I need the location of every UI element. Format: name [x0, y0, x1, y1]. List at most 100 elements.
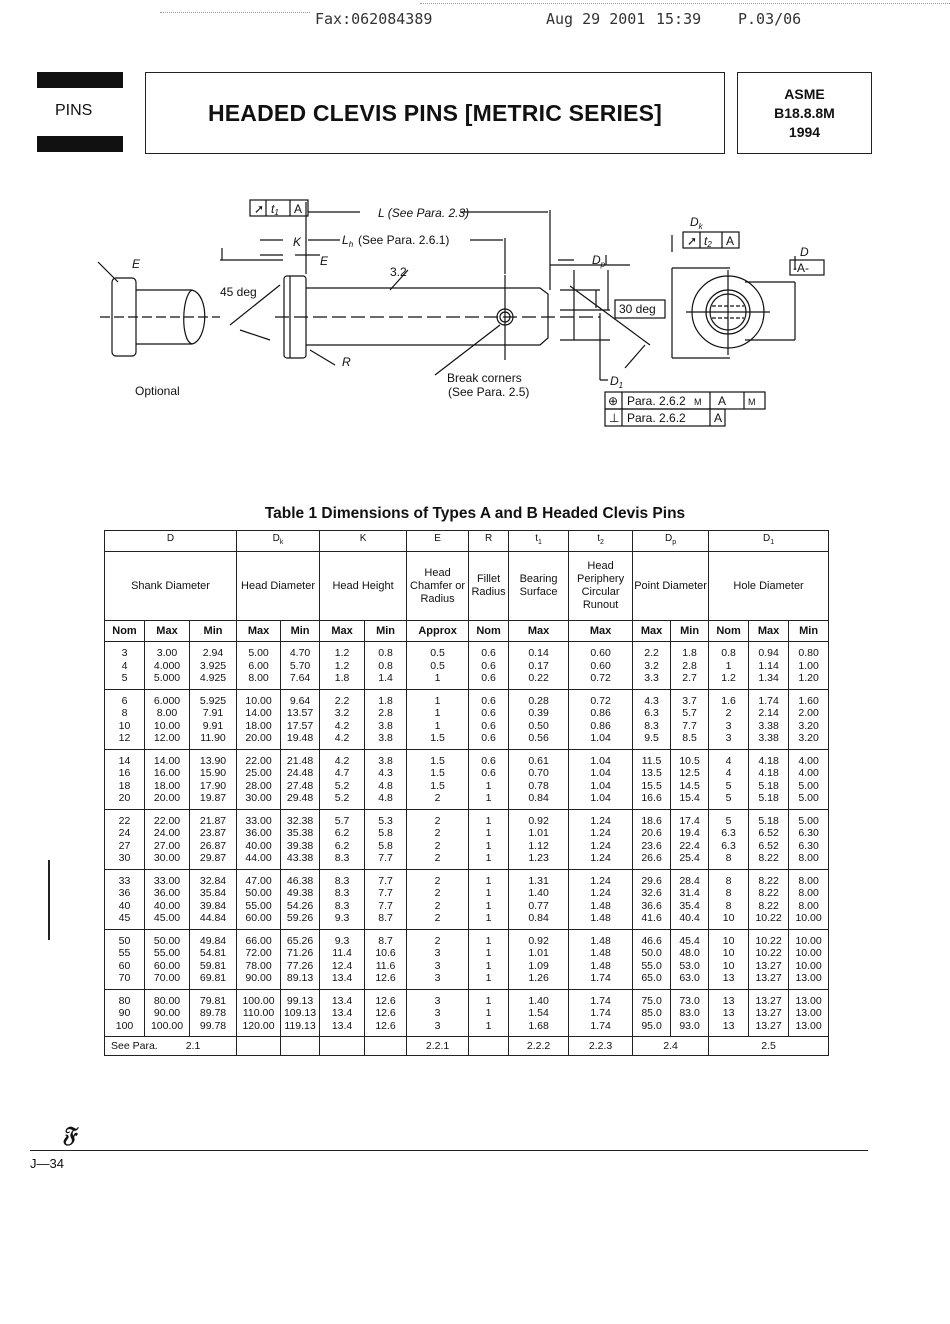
table-cell: 9.5 — [632, 732, 672, 749]
table-cell: 21.48 — [280, 748, 321, 767]
symbol-header: D — [103, 530, 238, 552]
table-cell: 45 — [104, 912, 145, 929]
symbol-header: D1 — [708, 530, 830, 552]
table-cell: 16.00 — [144, 767, 190, 780]
table-cell: 32.84 — [188, 868, 238, 887]
table-cell: 65.26 — [280, 928, 321, 947]
table-cell: 2.8 — [364, 707, 408, 720]
table-cell: 1.5 — [406, 732, 470, 749]
table-cell: 0.5 — [406, 659, 470, 672]
table-cell: 8 — [708, 852, 750, 869]
table-cell: 3.8 — [364, 748, 408, 767]
table-cell: 4.2 — [319, 732, 366, 749]
table-cell: 99.13 — [280, 988, 321, 1007]
section-bar-bottom — [37, 136, 123, 152]
table-cell: 36.00 — [236, 827, 282, 840]
table-cell: 13.27 — [748, 1019, 790, 1037]
table-cell: 1.01 — [508, 947, 570, 960]
table-cell: 4.000 — [144, 659, 190, 672]
table-cell: 60.00 — [236, 912, 282, 929]
table-cell: 13.4 — [319, 1007, 366, 1020]
description-header: Shank Diameter — [103, 551, 238, 621]
subheader-cell: Max — [632, 620, 672, 642]
table-cell: 18.00 — [236, 719, 282, 732]
table-cell: 39.38 — [280, 839, 321, 852]
table-cell: 0.8 — [364, 659, 408, 672]
subheader-cell: Max — [748, 620, 790, 642]
table-cell: 1 — [468, 808, 510, 827]
table-cell: 2.2 — [632, 641, 672, 660]
description-header: Point Diameter — [632, 551, 710, 621]
table-cell: 13.4 — [319, 972, 366, 989]
symbol-header: Dp — [632, 530, 710, 552]
table-cell: 0.14 — [508, 641, 570, 660]
optional-label: Optional — [135, 384, 180, 398]
table-cell: 3 — [406, 988, 470, 1007]
table-cell: 27.48 — [280, 779, 321, 792]
table-cell: 3.20 — [788, 719, 830, 732]
table-cell: 5 — [708, 808, 750, 827]
description-header: Hole Diameter — [708, 551, 830, 621]
standard-code: B18.8.8M — [774, 104, 835, 121]
table-cell: 5.00 — [788, 808, 830, 827]
table-cell: 1 — [468, 852, 510, 869]
table-cell: 4.8 — [364, 779, 408, 792]
table-cell: 2 — [406, 792, 470, 809]
table-cell: 3.20 — [788, 732, 830, 749]
table-cell: 1.40 — [508, 988, 570, 1007]
table-cell: 50.00 — [144, 928, 190, 947]
table-cell: 2.00 — [788, 707, 830, 720]
table-cell: 79.81 — [188, 988, 238, 1007]
table-cell: 71.26 — [280, 947, 321, 960]
table-cell: 1.48 — [568, 947, 634, 960]
table-cell: 50.0 — [632, 947, 672, 960]
subheader-cell: Nom — [104, 620, 145, 642]
table-cell: 18 — [104, 779, 145, 792]
table-cell: 0.6 — [468, 767, 510, 780]
table-cell: 40.00 — [236, 839, 282, 852]
table-cell: 4.3 — [632, 688, 672, 707]
table-cell: 1.2 — [319, 641, 366, 660]
see-para-cell: 2.2.2 — [508, 1036, 570, 1056]
table-cell: 1 — [468, 972, 510, 989]
table-cell: 7.7 — [670, 719, 710, 732]
table-cell: 15.5 — [632, 779, 672, 792]
table-cell: 50 — [104, 928, 145, 947]
page-title: HEADED CLEVIS PINS [METRIC SERIES] — [207, 99, 663, 126]
table-cell: 4.18 — [748, 748, 790, 767]
table-cell: 8.3 — [319, 899, 366, 912]
table-cell: 10.5 — [670, 748, 710, 767]
point-detail: 30 deg Dp D1 ⊕ Para. 2.6.2 M A M ⊥ Para.… — [550, 253, 766, 427]
table-cell: 100 — [104, 1019, 145, 1037]
publisher-logo: 𝔉 — [62, 1122, 76, 1148]
table-cell: 100.00 — [236, 988, 282, 1007]
table-cell: 11.4 — [319, 947, 366, 960]
table-cell: 1.60 — [788, 688, 830, 707]
table-cell: 80.00 — [144, 988, 190, 1007]
table-cell: 1.12 — [508, 839, 570, 852]
table-cell: 0.86 — [568, 707, 634, 720]
table-cell: 13 — [708, 1007, 750, 1020]
table-cell: 2 — [406, 852, 470, 869]
table-cell: 100.00 — [144, 1019, 190, 1037]
table-cell: 45.00 — [144, 912, 190, 929]
table-cell: 24.48 — [280, 767, 321, 780]
table-cell: 0.60 — [568, 659, 634, 672]
table-cell: 10.00 — [788, 947, 830, 960]
svg-text:⊥: ⊥ — [609, 411, 619, 425]
table-cell: 1.04 — [568, 767, 634, 780]
description-header: Head Diameter — [236, 551, 321, 621]
table-cell: 1.2 — [708, 672, 750, 689]
table-cell: 13.4 — [319, 988, 366, 1007]
table-cell: 5.18 — [748, 808, 790, 827]
table-cell: 5.18 — [748, 779, 790, 792]
table-cell: 8.5 — [670, 732, 710, 749]
table-cell: 19.4 — [670, 827, 710, 840]
table-cell: 70 — [104, 972, 145, 989]
subheader-cell: Max — [508, 620, 570, 642]
table-cell: 0.60 — [568, 641, 634, 660]
table-cell: 7.91 — [188, 707, 238, 720]
table-cell: 4.18 — [748, 767, 790, 780]
